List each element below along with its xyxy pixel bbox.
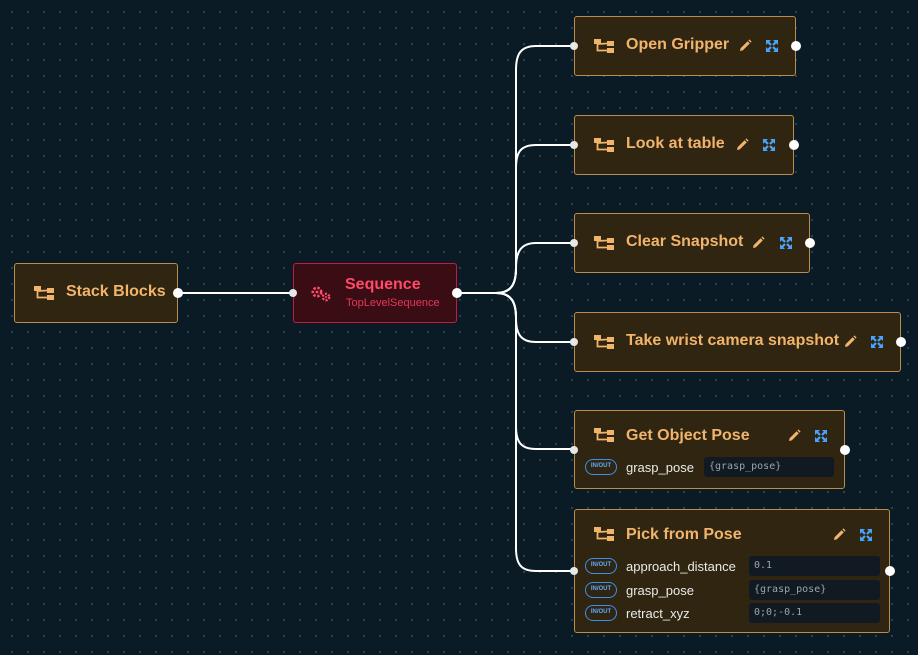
- port-row: IN/OUT approach_distance 0.1: [585, 556, 881, 578]
- behavior-title: Take wrist camera snapshot: [626, 332, 840, 349]
- subtree-icon: [594, 428, 614, 442]
- subtree-icon: [594, 138, 614, 152]
- port-row: IN/OUT retract_xyz 0;0;-0.1: [585, 603, 881, 625]
- behavior-node-get-object-pose[interactable]: Get Object Pose IN/OUT grasp_pose {grasp…: [570, 410, 850, 489]
- sequence-input-port[interactable]: [289, 289, 297, 297]
- edge-sequence-open-gripper: [457, 45, 572, 294]
- subtree-icon: [594, 335, 614, 349]
- input-port[interactable]: [570, 42, 578, 50]
- inout-badge: IN/OUT: [585, 582, 617, 598]
- expand-icon[interactable]: [813, 428, 829, 444]
- port-value-field[interactable]: {grasp_pose}: [749, 580, 880, 600]
- edit-icon[interactable]: [750, 235, 766, 251]
- port-row: IN/OUT grasp_pose {grasp_pose}: [585, 457, 835, 479]
- root-title: Stack Blocks: [66, 283, 166, 300]
- edit-icon[interactable]: [842, 334, 858, 350]
- input-port[interactable]: [570, 141, 578, 149]
- port-value-field[interactable]: {grasp_pose}: [704, 457, 834, 477]
- inout-badge: IN/OUT: [585, 605, 617, 621]
- input-port[interactable]: [570, 446, 578, 454]
- edge-sequence-look-at-table: [457, 144, 572, 294]
- edit-icon[interactable]: [734, 137, 750, 153]
- output-port[interactable]: [805, 238, 815, 248]
- port-value-field[interactable]: 0.1: [749, 556, 880, 576]
- inout-badge: IN/OUT: [585, 459, 617, 475]
- edge-sequence-pick-from-pose: [457, 292, 572, 572]
- expand-icon[interactable]: [858, 527, 874, 543]
- subtree-icon: [34, 286, 54, 300]
- output-port[interactable]: [840, 445, 850, 455]
- expand-icon[interactable]: [869, 334, 885, 350]
- edit-icon[interactable]: [786, 428, 802, 444]
- subtree-icon: [594, 236, 614, 250]
- output-port[interactable]: [896, 337, 906, 347]
- inout-badge: IN/OUT: [585, 558, 617, 574]
- output-port[interactable]: [789, 140, 799, 150]
- root-output-port[interactable]: [173, 288, 183, 298]
- sequence-title: Sequence: [345, 276, 421, 293]
- input-port[interactable]: [570, 239, 578, 247]
- edit-icon[interactable]: [831, 527, 847, 543]
- behavior-title: Get Object Pose: [626, 427, 750, 444]
- sequence-subtitle: TopLevelSequence: [346, 297, 440, 309]
- port-row: IN/OUT grasp_pose {grasp_pose}: [585, 580, 881, 602]
- output-port[interactable]: [791, 41, 801, 51]
- port-name: approach_distance: [626, 559, 736, 574]
- behavior-node-clear-snapshot[interactable]: Clear Snapshot: [570, 213, 815, 273]
- edit-icon[interactable]: [737, 38, 753, 54]
- expand-icon[interactable]: [764, 38, 780, 54]
- input-port[interactable]: [570, 338, 578, 346]
- port-name: grasp_pose: [626, 583, 694, 598]
- output-port[interactable]: [885, 566, 895, 576]
- edge-sequence-get-object-pose: [457, 292, 572, 450]
- behavior-node-take-wrist-camera-snapshot[interactable]: Take wrist camera snapshot: [570, 312, 906, 372]
- behavior-title: Look at table: [626, 135, 725, 152]
- sequence-output-port[interactable]: [452, 288, 462, 298]
- expand-icon[interactable]: [778, 235, 794, 251]
- input-port[interactable]: [570, 567, 578, 575]
- subtree-icon: [594, 39, 614, 53]
- behavior-title: Pick from Pose: [626, 526, 742, 543]
- behavior-node-open-gripper[interactable]: Open Gripper: [570, 16, 801, 76]
- port-value-field[interactable]: 0;0;-0.1: [749, 603, 880, 623]
- behavior-node-look-at-table[interactable]: Look at table: [570, 115, 799, 175]
- port-name: retract_xyz: [626, 606, 690, 621]
- root-node[interactable]: Stack Blocks: [14, 263, 183, 323]
- sequence-node[interactable]: Sequence TopLevelSequence: [289, 263, 462, 323]
- behavior-title: Clear Snapshot: [626, 233, 744, 250]
- expand-icon[interactable]: [761, 137, 777, 153]
- subtree-icon: [594, 527, 614, 541]
- edge-sequence-clear-snapshot: [457, 242, 572, 294]
- edge-sequence-take-wrist-snapshot: [457, 292, 572, 343]
- port-name: grasp_pose: [626, 460, 694, 475]
- behavior-node-pick-from-pose[interactable]: Pick from Pose IN/OUT approach_distance …: [570, 509, 895, 633]
- gears-icon: [311, 286, 331, 302]
- behavior-title: Open Gripper: [626, 36, 730, 53]
